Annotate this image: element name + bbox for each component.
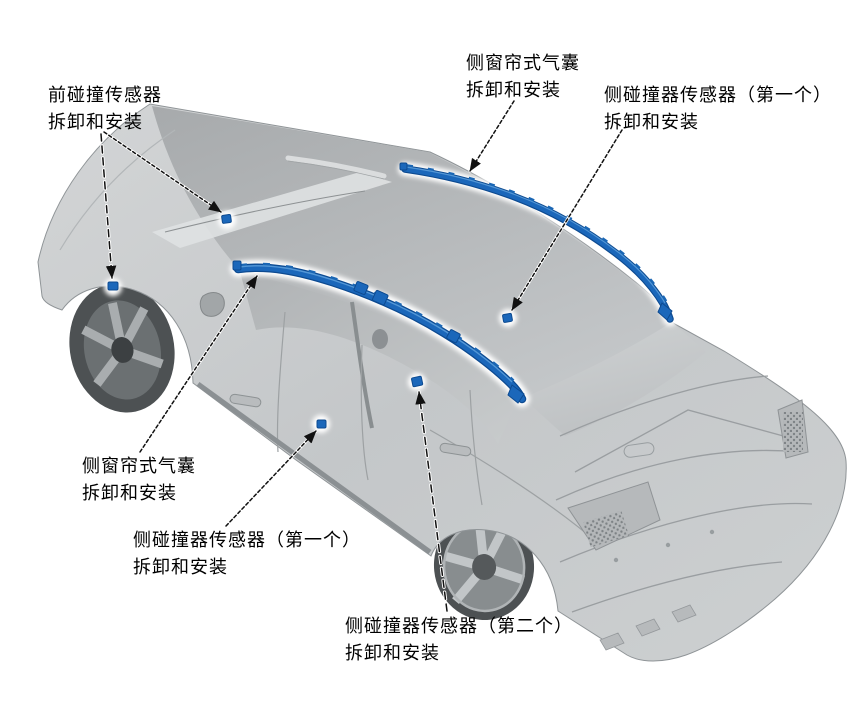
- leader-first-sensor-far: [511, 129, 623, 311]
- label-line-2: 拆卸和安装: [82, 483, 177, 503]
- front-impact-sensor-cowl: [221, 214, 232, 224]
- far-side-mirror: [372, 329, 388, 349]
- roof-rail-molding-edge: [287, 160, 385, 180]
- rear-wheel: [433, 512, 535, 620]
- label-side-curtain-airbag-near: 侧窗帘式气囊 拆卸和安装: [82, 453, 196, 507]
- curtain-airbag-near-side: [232, 260, 527, 404]
- label-line-2: 拆卸和安装: [133, 557, 228, 577]
- rear-window: [523, 322, 706, 436]
- curtain-airbag-far-side: [399, 162, 674, 323]
- taillight-near: [567, 481, 661, 551]
- label-line-2: 拆卸和安装: [466, 80, 561, 100]
- rear-door-handle: [439, 442, 472, 457]
- leader-curtain-far: [469, 100, 515, 172]
- roof-rail-molding: [285, 155, 387, 179]
- roof: [152, 106, 672, 398]
- rear-diffuser: [599, 604, 697, 651]
- side-glass: [240, 272, 519, 444]
- label-side-impact-sensor-first-far: 侧碰撞器传感器（第一个） 拆卸和安装: [604, 82, 832, 136]
- label-side-impact-sensor-first-near: 侧碰撞器传感器（第一个） 拆卸和安装: [133, 527, 361, 581]
- taillight-far: [777, 399, 809, 459]
- hood-crease: [59, 129, 176, 251]
- front-impact-sensor-hidden: [107, 281, 119, 291]
- leader-second-sensor: [415, 391, 448, 612]
- bumper-parking-sensors: [613, 529, 715, 563]
- label-line-1: 侧碰撞器传感器（第一个）: [133, 530, 361, 550]
- fuel-door: [623, 442, 655, 458]
- label-line-1: 侧碰撞器传感器（第二个）: [345, 616, 573, 636]
- label-line-1: 侧碰撞器传感器（第一个）: [604, 85, 832, 105]
- side-impact-sensor-first-near: [316, 419, 327, 429]
- side-impact-sensor-first-far: [502, 312, 513, 323]
- front-door-handle: [229, 393, 262, 408]
- label-line-2: 拆卸和安装: [48, 112, 143, 132]
- rocker-panel: [196, 381, 432, 555]
- label-line-2: 拆卸和安装: [604, 112, 699, 132]
- leader-front-sensor-cowl: [103, 131, 222, 213]
- leader-front-sensor-hidden: [100, 133, 117, 279]
- label-line-1: 前碰撞传感器: [48, 85, 162, 105]
- label-line-2: 拆卸和安装: [345, 643, 440, 663]
- side-impact-sensor-second: [411, 375, 424, 388]
- leader-curtain-near: [139, 275, 258, 453]
- label-side-impact-sensor-second: 侧碰撞器传感器（第二个） 拆卸和安装: [345, 613, 573, 667]
- label-front-impact-sensor: 前碰撞传感器 拆卸和安装: [48, 82, 162, 136]
- label-side-curtain-airbag-far: 侧窗帘式气囊 拆卸和安装: [466, 50, 580, 104]
- leader-lines: [99, 99, 624, 613]
- cowl-line: [164, 190, 366, 233]
- side-mirror: [199, 292, 225, 317]
- label-line-1: 侧窗帘式气囊: [466, 53, 580, 73]
- windshield: [152, 172, 392, 248]
- leader-first-sensor-near: [225, 430, 317, 527]
- front-wheel: [69, 283, 175, 413]
- car: [37, 103, 847, 662]
- label-line-1: 侧窗帘式气囊: [82, 456, 196, 476]
